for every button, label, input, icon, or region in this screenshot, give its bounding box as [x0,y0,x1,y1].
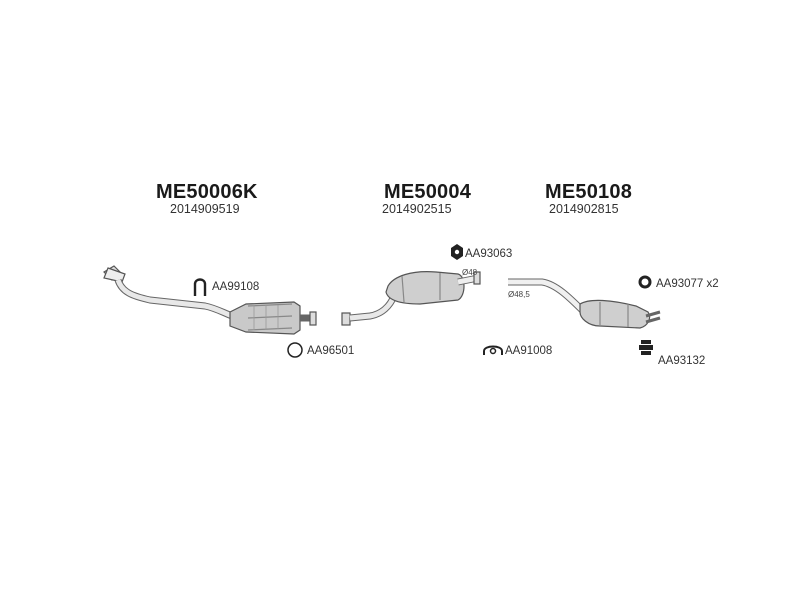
rubber-hanger-icon [639,340,653,355]
part-ref-ring-2: AA93077 x2 [656,278,719,290]
assembly-oem-rear-silencer: 2014902815 [549,202,619,216]
u-clamp-icon [193,278,207,296]
part-ref-mount-2: AA93132 [658,355,706,367]
rubber-mount-icon [451,244,463,260]
dimension-mid-pipe: Ø48 [462,268,478,277]
part-ref-clamp-2: AA91008 [505,345,553,357]
assembly-oem-middle-silencer: 2014902515 [382,202,452,216]
rubber-ring-icon [638,275,652,289]
pipe-clamp-icon [483,345,503,355]
assembly-code-middle-silencer: ME50004 [384,181,472,203]
part-ref-clamp-1: AA99108 [212,281,260,293]
part-ref-ring-1: AA96501 [307,345,355,357]
part-ref-ring-2-qty: x2 [706,278,719,290]
dimension-rear-pipe: Ø48,5 [508,290,530,299]
assembly-code-catalytic: ME50006K [156,181,258,203]
part-ref-ring-2-code: AA93077 [656,278,704,290]
assembly-oem-catalytic: 2014909519 [170,202,240,216]
assembly-code-rear-silencer: ME50108 [545,181,633,203]
part-ref-mount-1: AA93063 [465,248,513,260]
sealing-ring-icon [287,342,303,358]
